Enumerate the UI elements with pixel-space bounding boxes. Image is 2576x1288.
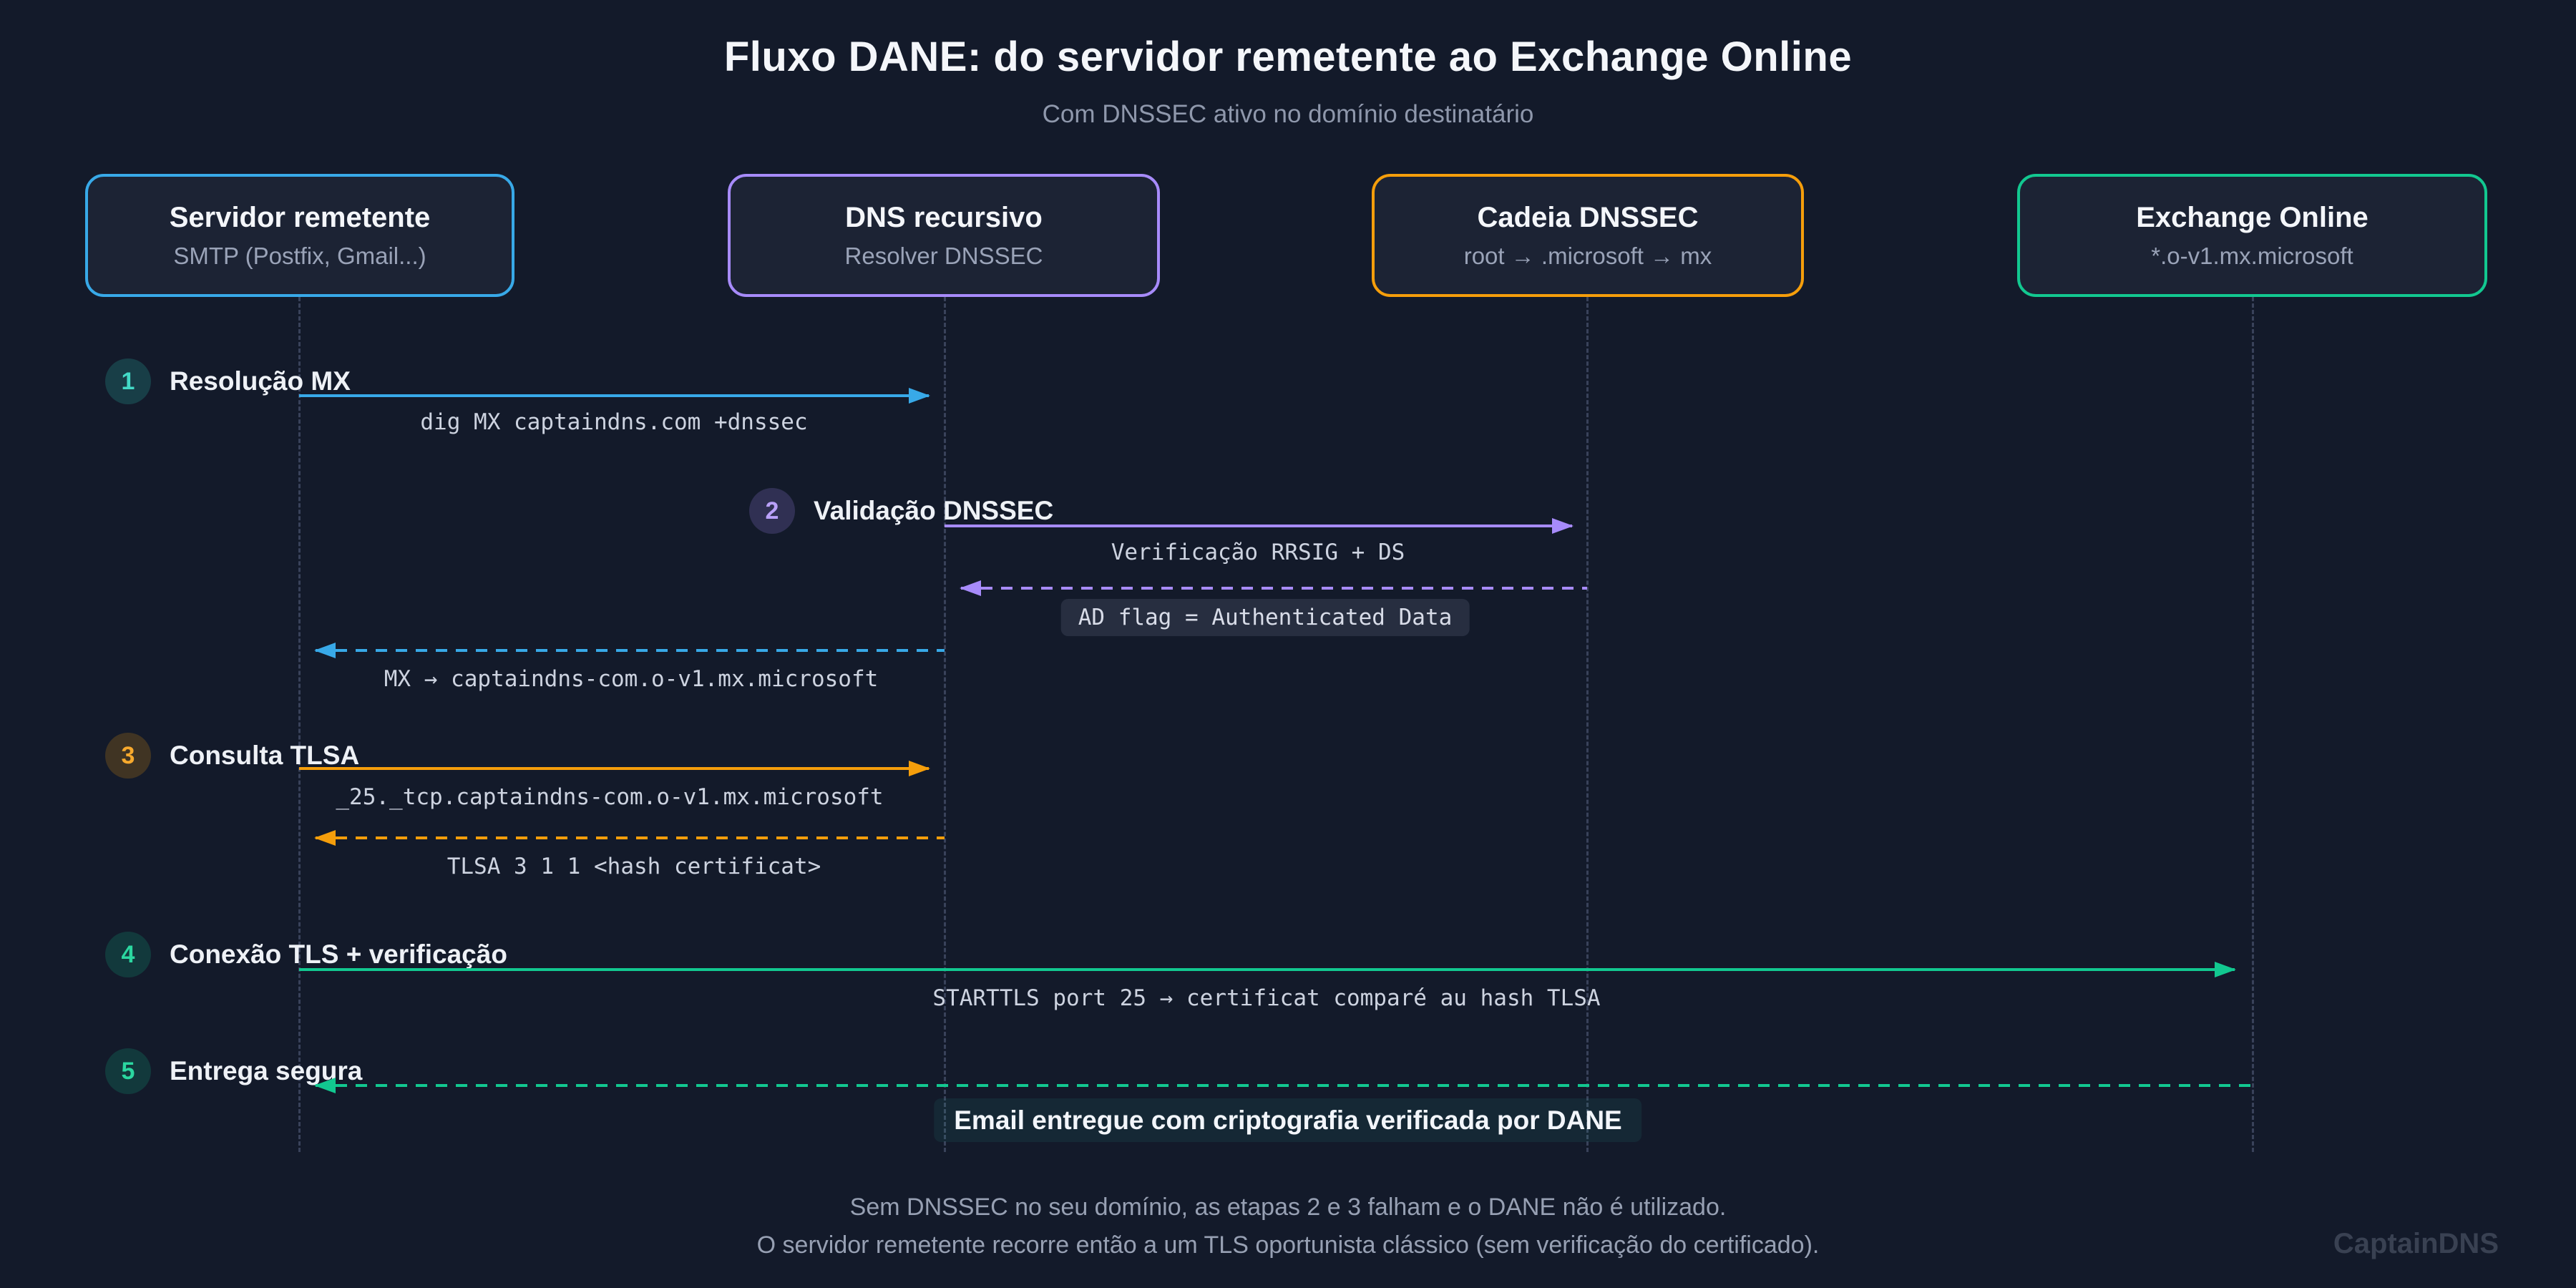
participant-detail: SMTP (Postfix, Gmail...) [173,242,426,269]
step-1-badge: 1 [105,358,151,404]
step-3-badge: 3 [105,733,151,779]
step-1: 1 Resolução MX [105,358,351,404]
participant-name: DNS recursivo [845,201,1043,233]
tlsa-query-arrow [299,767,929,770]
step-2: 2 Validação DNSSEC [749,488,1053,534]
participant-detail: root → .microsoft → mx [1463,242,1712,269]
tlsa-response-arrow [316,836,945,839]
step-2-badge: 2 [749,488,795,534]
mx-response-label: MX → captaindns-com.o-v1.mx.microsoft [384,666,879,692]
lifeline-dns-resolver [944,297,946,1152]
step-3-label: Consulta TLSA [170,741,360,770]
participant-dnssec-chain: Cadeia DNSSEC root → .microsoft → mx [1372,174,1804,297]
ad-flag-label: AD flag = Authenticated Data [1060,599,1470,636]
starttls-label: STARTTLS port 25 → certificat comparé au… [932,985,1601,1011]
participant-detail: Resolver DNSSEC [844,242,1043,269]
step-1-label: Resolução MX [170,366,351,396]
captaindns-watermark: CaptainDNS [2333,1228,2499,1259]
mx-query-arrow [299,394,929,397]
participant-dns-resolver: DNS recursivo Resolver DNSSEC [728,174,1160,297]
delivery-highlight: Email entregue com criptografia verifica… [934,1098,1642,1142]
participant-sending-server: Servidor remetente SMTP (Postfix, Gmail.… [85,174,514,297]
starttls-arrow [299,968,2235,971]
ad-flag-pill: AD flag = Authenticated Data [1060,599,1470,636]
participant-name: Cadeia DNSSEC [1477,201,1699,233]
tlsa-response-label: TLSA 3 1 1 <hash certificat> [447,854,821,879]
tlsa-query-label: _25._tcp.captaindns-com.o-v1.mx.microsof… [336,784,884,810]
step-5-badge: 5 [105,1048,151,1094]
participant-name: Exchange Online [2136,201,2368,233]
participant-exchange-online: Exchange Online *.o-v1.mx.microsoft [2017,174,2487,297]
rrsig-check-arrow [945,525,1572,527]
participant-detail: *.o-v1.mx.microsoft [2151,242,2353,269]
step-4-badge: 4 [105,932,151,977]
ad-flag-arrow [961,587,1587,590]
mx-query-label: dig MX captaindns.com +dnssec [420,409,808,435]
diagram-subtitle: Com DNSSEC ativo no domínio destinatário [1042,100,1534,128]
diagram-title: Fluxo DANE: do servidor remetente ao Exc… [723,34,1853,80]
step-2-label: Validação DNSSEC [814,496,1054,525]
step-3: 3 Consulta TLSA [105,733,359,779]
step-4-label: Conexão TLS + verificação [170,940,507,969]
lifeline-sending-server [298,297,301,1152]
lifeline-dnssec-chain [1586,297,1589,1152]
delivery-arrow [316,1084,2253,1087]
mx-response-arrow [316,649,945,652]
delivery-label: Email entregue com criptografia verifica… [934,1098,1642,1142]
lifeline-exchange-online [2252,297,2254,1152]
rrsig-check-label: Verificação RRSIG + DS [1111,540,1405,565]
footer-note-2: O servidor remetente recorre então a um … [756,1231,1820,1259]
footer-note-1: Sem DNSSEC no seu domínio, as etapas 2 e… [849,1194,1727,1221]
participant-name: Servidor remetente [169,201,431,233]
step-4: 4 Conexão TLS + verificação [105,932,507,977]
